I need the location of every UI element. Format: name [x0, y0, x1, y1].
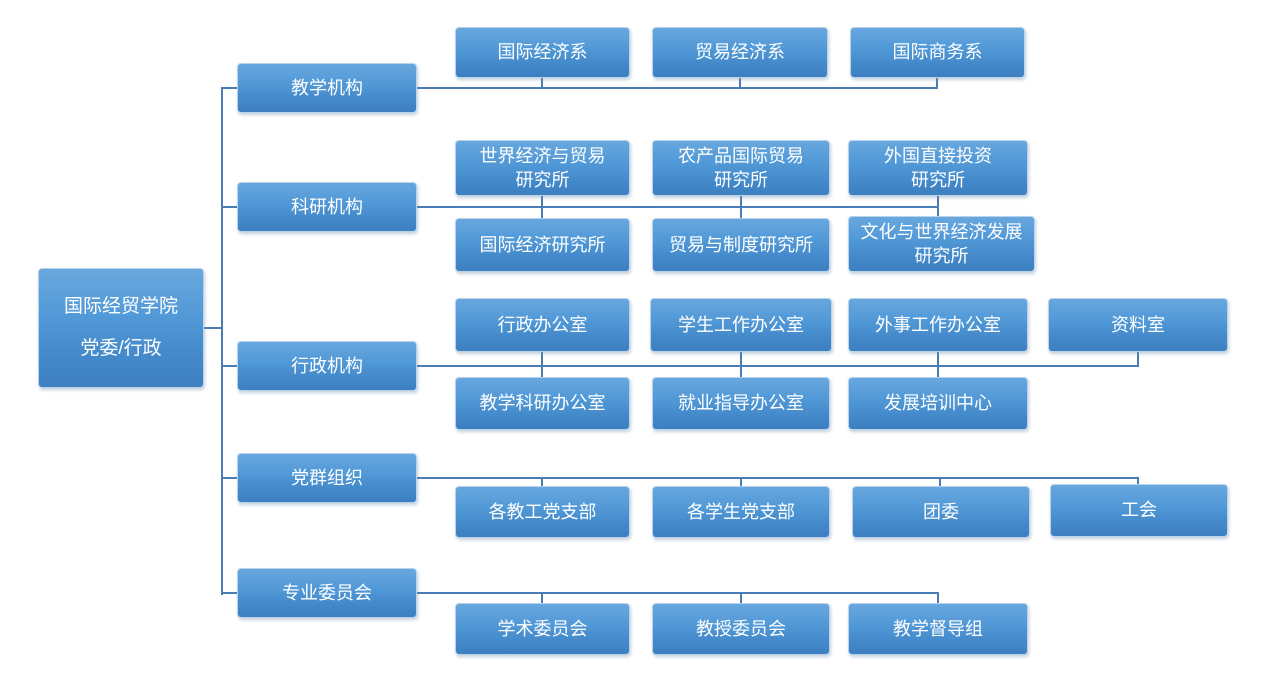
connector-rail-teaching [417, 87, 938, 89]
org-node-development-training-center: 发展培训中心 [848, 377, 1028, 430]
org-node-academic-committee: 学术委员会 [455, 603, 630, 655]
org-node-student-party-branches: 各学生党支部 [652, 486, 830, 538]
connector-stub [937, 352, 939, 377]
connector-stub [541, 352, 543, 377]
org-node-professors-committee: 教授委员会 [652, 603, 830, 655]
org-node-branch-party: 党群组织 [237, 453, 417, 503]
org-node-international-economy-institute: 国际经济研究所 [455, 218, 630, 272]
connector-stub [740, 352, 742, 377]
connector-stub [939, 477, 941, 486]
connector-branch-stub-1 [221, 87, 238, 89]
connector-rail-party [417, 477, 1139, 479]
org-node-fdi-institute: 外国直接投资 研究所 [848, 140, 1028, 196]
org-node-agri-products-trade-institute: 农产品国际贸易 研究所 [652, 140, 830, 196]
org-node-youth-league-committee: 团委 [852, 486, 1030, 538]
connector-stub [937, 196, 939, 218]
connector-branch-stub-3 [221, 365, 238, 367]
org-node-faculty-party-branches: 各教工党支部 [455, 486, 630, 538]
org-node-career-guidance-office: 就业指导办公室 [652, 377, 830, 430]
org-node-branch-research: 科研机构 [237, 182, 417, 232]
org-node-reference-room: 资料室 [1048, 298, 1228, 352]
org-node-teaching-research-office: 教学科研办公室 [455, 377, 630, 430]
connector-trunk [221, 87, 223, 595]
org-node-foreign-affairs-office: 外事工作办公室 [848, 298, 1028, 352]
connector-branch-stub-4 [221, 477, 238, 479]
org-node-teaching-supervision-group: 教学督导组 [848, 603, 1028, 655]
org-node-student-affairs-office: 学生工作办公室 [650, 298, 832, 352]
connector-branch-stub-2 [221, 206, 238, 208]
org-node-trade-institutions-institute: 贸易与制度研究所 [652, 218, 830, 272]
connector-stub [541, 78, 543, 89]
connector-stub [541, 196, 543, 218]
connector-stub [1137, 477, 1139, 486]
connector-stub [739, 78, 741, 89]
connector-root-stub [204, 327, 223, 329]
org-node-trade-economics-dept: 贸易经济系 [652, 27, 828, 78]
org-node-branch-teaching: 教学机构 [237, 63, 417, 113]
org-node-world-economy-trade-institute: 世界经济与贸易 研究所 [455, 140, 630, 196]
connector-stub [936, 78, 938, 89]
org-node-branch-admin: 行政机构 [237, 341, 417, 391]
org-node-culture-world-economy-institute: 文化与世界经济发展 研究所 [848, 216, 1035, 272]
connector-rail-committee [417, 592, 939, 594]
org-node-international-economics-dept: 国际经济系 [455, 27, 630, 78]
org-node-root: 国际经贸学院 党委/行政 [38, 268, 204, 388]
connector-stub [740, 196, 742, 218]
connector-stub [541, 477, 543, 486]
connector-stub [740, 592, 742, 604]
org-node-international-business-dept: 国际商务系 [850, 27, 1025, 78]
org-node-admin-office: 行政办公室 [455, 298, 630, 352]
connector-stub [1137, 352, 1139, 367]
connector-stub [937, 592, 939, 604]
connector-rail-research [417, 206, 939, 208]
connector-branch-stub-5 [221, 592, 238, 594]
org-node-labor-union: 工会 [1050, 484, 1228, 537]
connector-stub [740, 477, 742, 486]
org-node-branch-committee: 专业委员会 [237, 568, 417, 618]
connector-stub [541, 592, 543, 604]
connector-rail-admin [417, 365, 1139, 367]
